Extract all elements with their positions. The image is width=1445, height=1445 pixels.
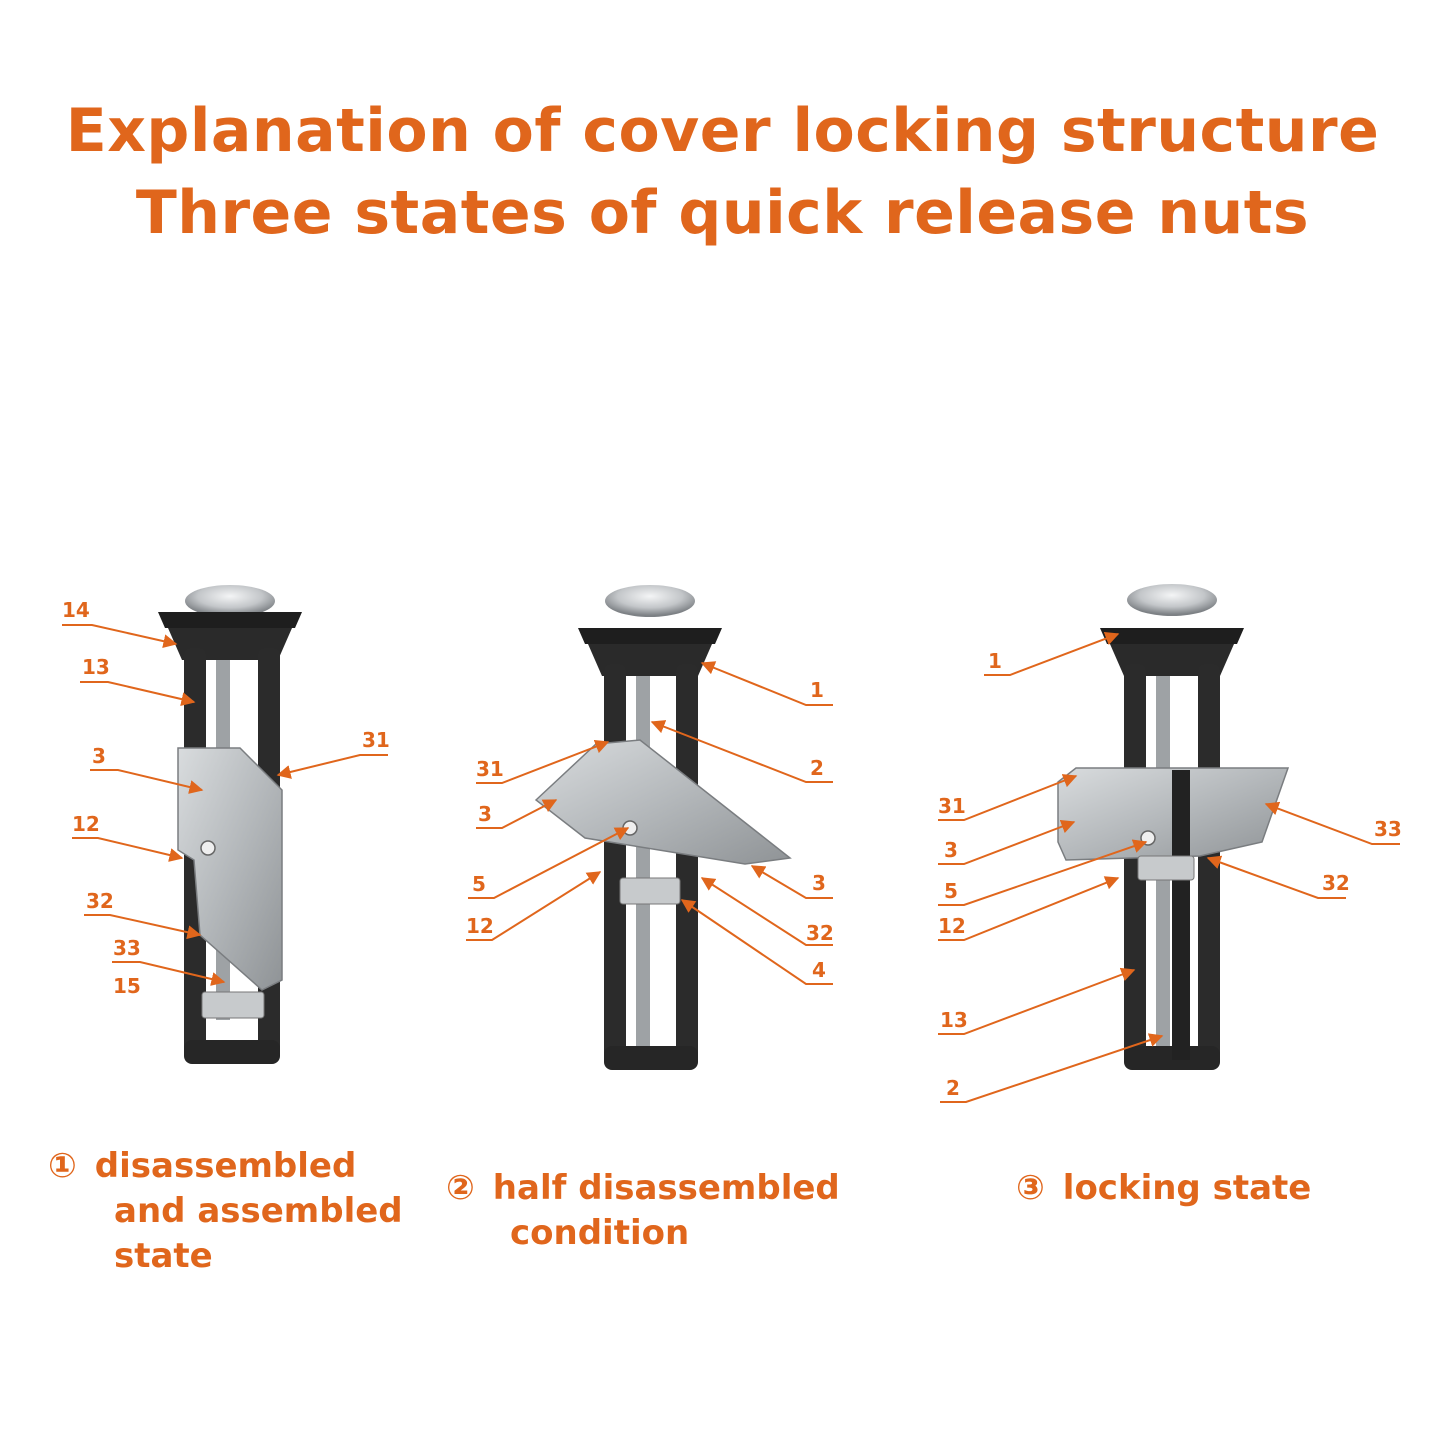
label: 2 [810,756,824,780]
label: 31 [476,757,504,781]
latch-plate [534,739,792,865]
label: 3 [478,802,492,826]
screw-thread [636,676,650,1046]
screw-head [605,585,695,617]
leg-left [1124,664,1146,1064]
label: 3 [944,838,958,862]
leg-right [1198,664,1220,1064]
state-1-caption-line2: and assembled [114,1191,403,1231]
label: 1 [810,678,824,702]
label: 31 [362,728,390,752]
state-2-caption-line2: condition [510,1213,690,1253]
leg-left [604,664,626,1064]
label: 14 [62,598,90,622]
flange [158,612,302,628]
label: 32 [1322,871,1350,895]
label: 12 [72,812,100,836]
label: 32 [86,889,114,913]
label: 5 [944,879,958,903]
state-2-marker: ② [446,1168,475,1208]
state-3-caption: ③ locking state [1016,1166,1311,1211]
nut-2-illustration [534,585,792,1070]
state-1-caption-line3: state [114,1236,213,1276]
state-2-caption: ② half disassembled condition [446,1166,840,1256]
label: 12 [938,914,966,938]
label: 4 [812,958,826,982]
state-1-caption-line1: disassembled [94,1146,357,1186]
label: 15 [113,974,141,998]
label: 12 [466,914,494,938]
label: 13 [940,1008,968,1032]
state-1-marker: ① [48,1146,77,1186]
state-3-marker: ③ [1016,1168,1045,1208]
label: 32 [806,921,834,945]
state-2-caption-line1: half disassembled [492,1168,840,1208]
leg-right [676,664,698,1064]
label: 13 [82,655,110,679]
label: 33 [113,936,141,960]
label: 33 [1374,817,1402,841]
screw-head [185,585,275,617]
label: 31 [938,794,966,818]
flange [1100,628,1244,644]
label: 5 [472,872,486,896]
title-line-2: Three states of quick release nuts [135,178,1310,248]
flange [578,628,722,644]
state-3-caption-line1: locking state [1062,1168,1312,1208]
part-labels: 14 13 3 31 12 32 33 15 1 2 31 3 5 12 3 3… [62,598,1402,1100]
state-1-caption: ① disassembled and assembled state [48,1144,403,1279]
leader-lines [62,624,1400,1103]
label: 1 [988,649,1002,673]
screw-head [1127,584,1217,616]
nut-1-illustration [158,585,302,1064]
label: 2 [946,1076,960,1100]
title-line-1: Explanation of cover locking structure [65,96,1380,166]
label: 3 [812,871,826,895]
label: 3 [92,744,106,768]
nut-3-illustration [1057,584,1290,1070]
